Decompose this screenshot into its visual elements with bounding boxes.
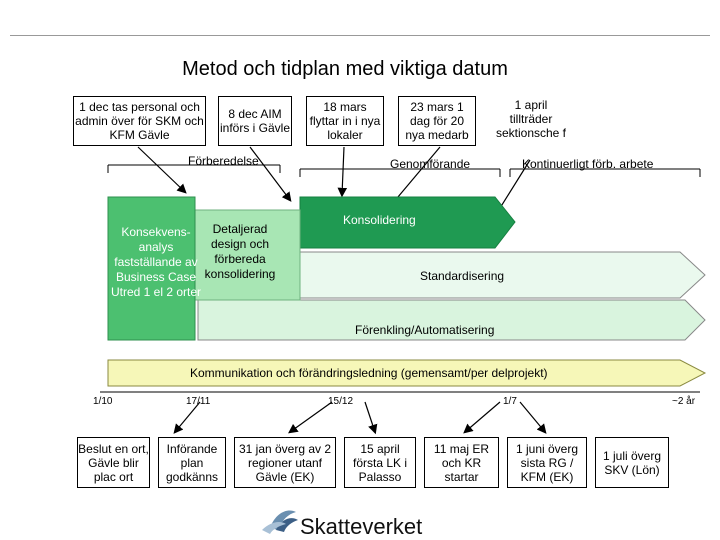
tick-1-7: 1/7 — [503, 396, 517, 407]
stream-konsekvensanalys: Konsekvens-analys fastställande av Busin… — [110, 225, 202, 299]
skatteverket-logo-icon — [262, 510, 298, 534]
phase-kontinuerligt: Kontinuerligt förb. arbete — [522, 157, 654, 171]
arrow-11maj — [463, 401, 501, 434]
tick-2-ar: ~2 år — [672, 396, 696, 407]
arrow-infor-plan — [173, 401, 201, 434]
arrow-1dec — [137, 146, 187, 194]
event-box-11maj: 11 maj ER och KR startar — [424, 437, 499, 488]
header-divider — [10, 35, 710, 36]
arrow-15april — [364, 401, 378, 435]
stream-detaljerad-design: Detaljerad design och förbereda konsolid… — [204, 222, 276, 281]
kommunikation-arrow — [107, 359, 707, 387]
arrow-18mars — [337, 146, 348, 198]
event-box-inforande-plan: Införande plan godkänns — [158, 437, 226, 488]
tick-17-11: 17/11 — [186, 396, 211, 407]
tick-15-12: 15/12 — [328, 396, 354, 407]
tick-1-10: 1/10 — [93, 396, 113, 407]
event-box-beslut: Beslut en ort, Gävle blir plac ort — [77, 437, 150, 488]
stream-kommunikation: Kommunikation och förändringsledning (ge… — [190, 366, 548, 380]
event-box-31jan: 31 jan överg av 2 regioner utanf Gävle (… — [234, 437, 336, 488]
event-box-8dec: 8 dec AIM införs i Gävle — [218, 96, 292, 146]
event-box-18mars: 18 mars flyttar in i nya lokaler — [306, 96, 384, 146]
skatteverket-logo-text: Skatteverket — [300, 514, 423, 539]
forenkling-arrow — [197, 299, 706, 341]
konsekvens-box — [107, 196, 196, 341]
event-box-1juni: 1 juni överg sista RG / KFM (EK) — [507, 437, 587, 488]
page-title: Metod och tidplan med viktiga datum — [182, 58, 508, 80]
event-label-1april: 1 april tillträder sektionsche f — [495, 98, 567, 140]
arrow-8dec — [249, 146, 292, 202]
event-box-1juli: 1 juli överg SKV (Lön) — [595, 437, 669, 488]
event-box-23mars: 23 mars 1 dag för 20 nya medarb — [398, 96, 476, 146]
stream-konsolidering: Konsolidering — [343, 213, 416, 227]
phase-genomforande: Genomförande — [390, 157, 471, 171]
arrow-1juni — [519, 401, 547, 434]
stream-standardisering: Standardisering — [420, 269, 505, 283]
stream-forenkling: Förenkling/Automatisering — [355, 323, 495, 337]
event-box-15april: 15 april första LK i Palasso — [344, 437, 416, 488]
event-box-1dec: 1 dec tas personal och admin över för SK… — [73, 96, 206, 146]
arrow-31jan — [288, 401, 333, 434]
